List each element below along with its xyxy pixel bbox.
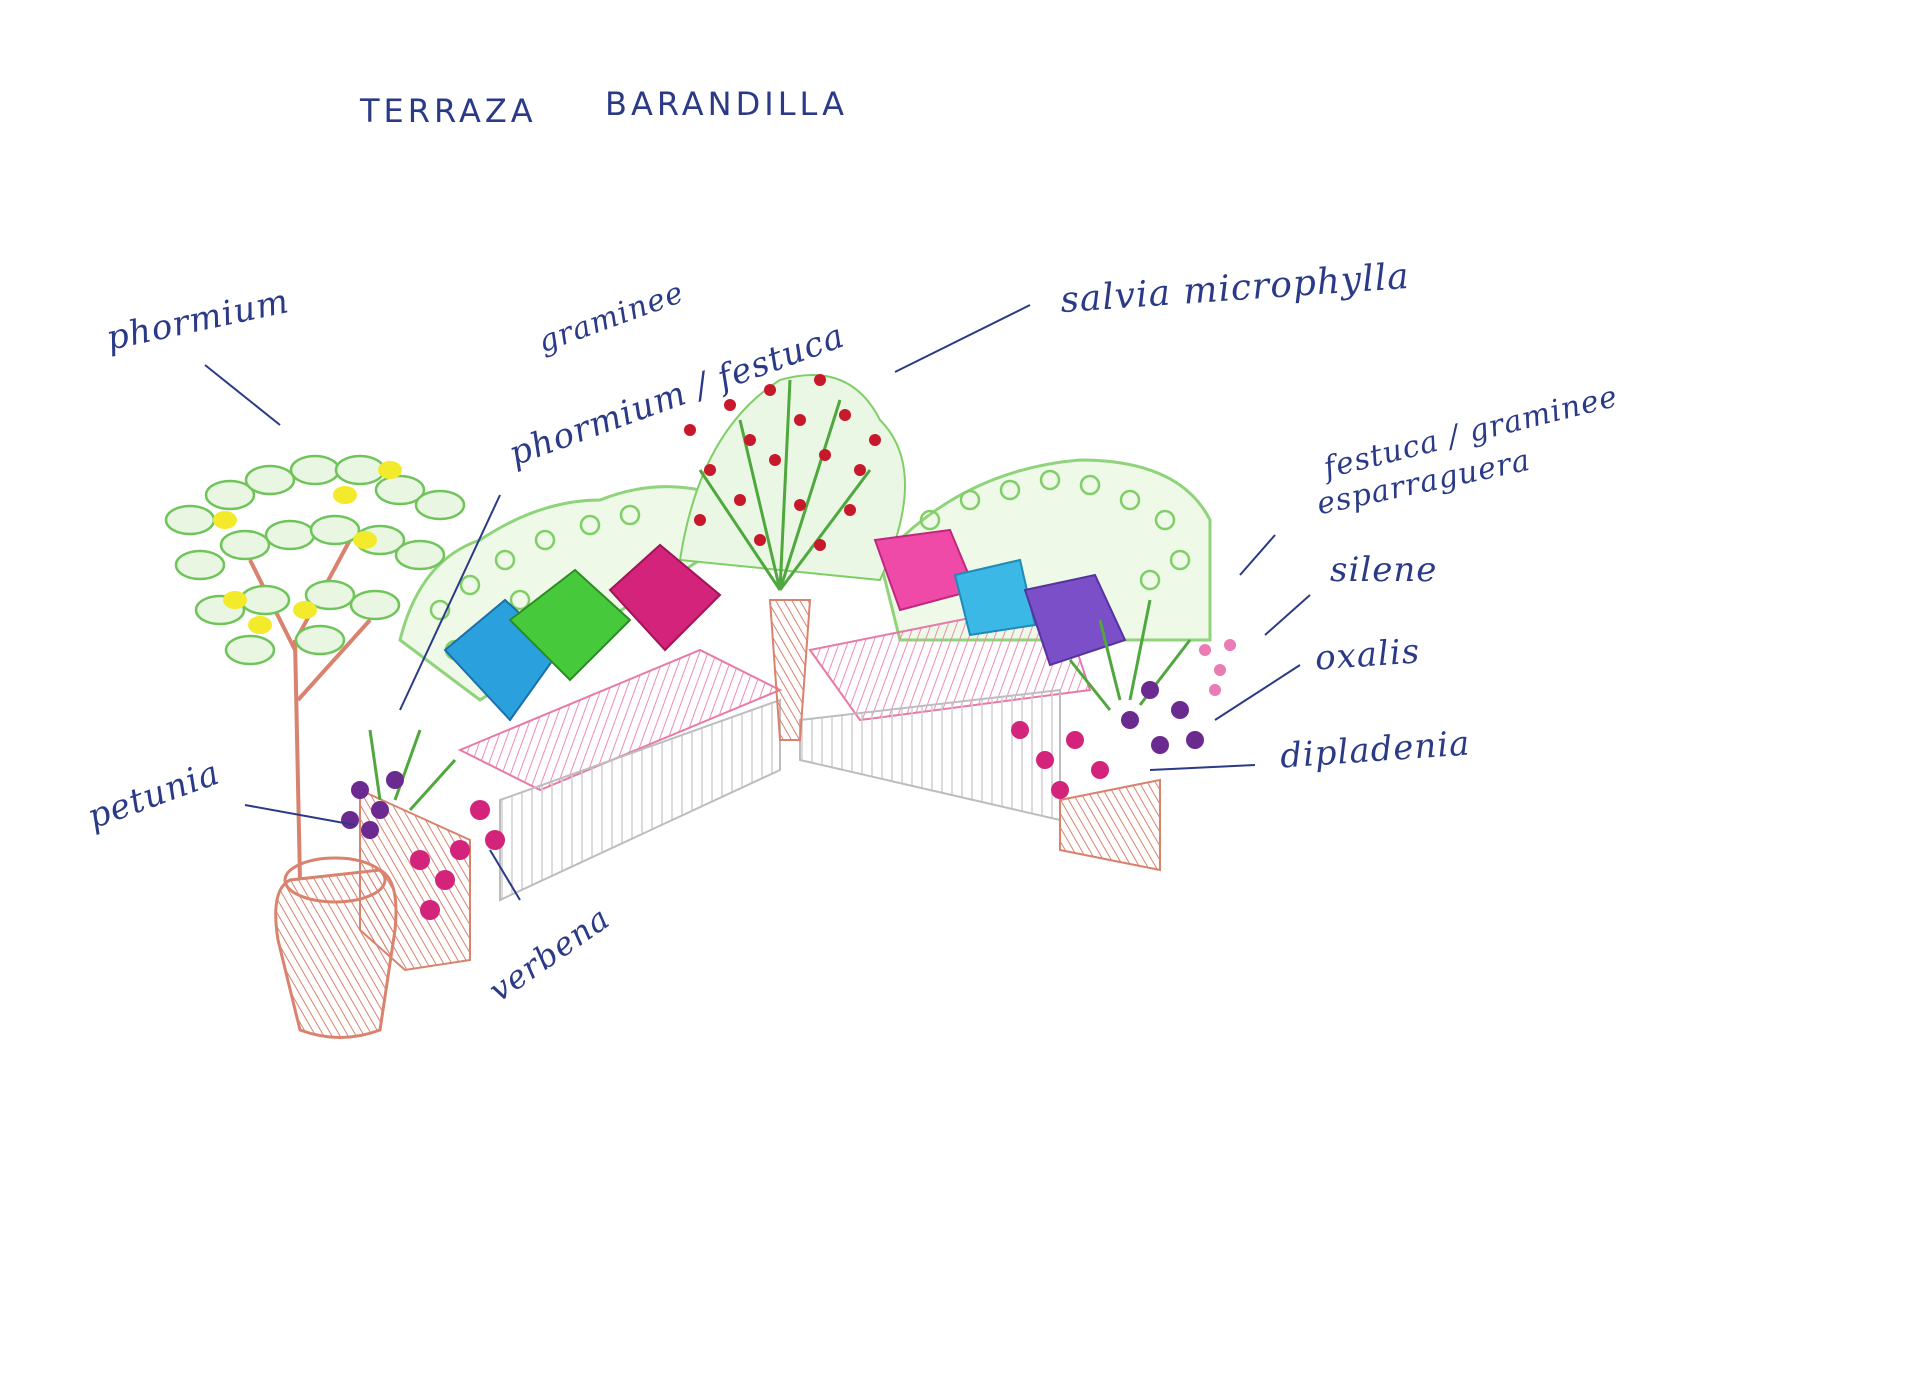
- corner-post: [768, 599, 812, 741]
- cushion-purple: [1023, 573, 1127, 667]
- title-terraza: TERRAZA: [360, 92, 537, 130]
- cushion-magenta: [608, 543, 722, 652]
- cushion-green: [508, 568, 632, 682]
- salvia-shrub: [678, 374, 906, 591]
- leader-lines: [204, 304, 1311, 901]
- cushion-cyan: [953, 558, 1037, 637]
- planter-right: [799, 688, 1061, 822]
- label-silene: silene: [1330, 550, 1438, 590]
- label-oxalis: oxalis: [1313, 631, 1422, 679]
- title-barandilla: BARANDILLA: [605, 85, 848, 123]
- flower-box-right: [1011, 599, 1236, 872]
- flower-box-left: [341, 729, 505, 972]
- lemon-tree: [164, 454, 466, 881]
